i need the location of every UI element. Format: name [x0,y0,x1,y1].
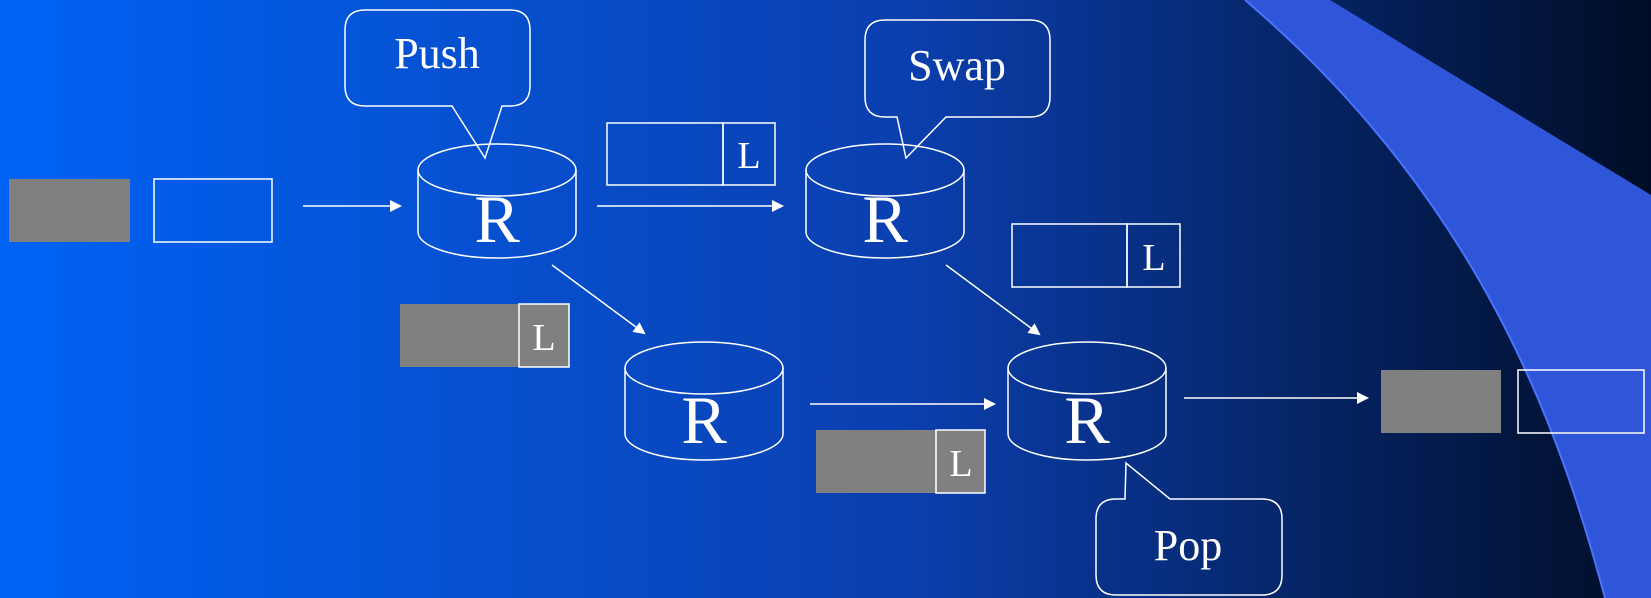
packet-label-box [722,122,776,186]
router-cylinder-icon [1007,341,1167,461]
router-r1: R [417,143,577,259]
labeled-packet-r1-r3: L [400,303,570,368]
callout-swap: Swap [864,19,1051,160]
callout-push-text: Push [394,29,480,78]
packet-payload-gray [816,430,936,493]
callout-pop: Pop [1095,461,1283,596]
router-letter: R [1064,382,1110,458]
packet-payload-gray [400,304,519,367]
outgoing-packet-header [1517,369,1645,434]
callout-push-bubble [344,9,531,160]
packet-label-text: L [949,443,972,485]
packet-label-text: L [1142,237,1165,279]
callout-pop-bubble [1095,461,1283,596]
decorative-swoosh [1245,0,1651,598]
incoming-packet-header [153,178,273,243]
callout-push: Push [344,9,531,160]
outgoing-packet-payload [1381,370,1501,433]
router-cylinder-icon [624,341,784,461]
labeled-packet-r2-r4: L [1011,223,1181,288]
packet-label-box [1126,223,1181,288]
packet-label-box [935,429,986,494]
incoming-packet-payload [9,179,130,242]
callout-swap-text: Swap [908,41,1006,90]
callout-pop-text: Pop [1154,521,1222,570]
labeled-packet-r1-r2: L [606,122,776,186]
packet-label-text: L [737,135,760,177]
arrow-r1-to-r3 [551,264,646,335]
router-letter: R [681,382,727,458]
router-cylinder-icon [417,143,577,259]
outgoing-packet [1381,369,1645,434]
router-letter: R [862,181,908,257]
incoming-packet [9,178,273,243]
packet-label-box [518,303,570,368]
router-r3: R [624,341,784,461]
router-cylinder-icon [805,143,965,259]
packet-label-text: L [532,317,555,359]
callout-swap-bubble [864,19,1051,160]
router-letter: R [474,181,520,257]
labeled-packet-r3-r4: L [816,429,986,494]
router-r2: R [805,143,965,259]
arrow-r2-to-r4 [945,264,1041,336]
router-r4: R [1007,341,1167,461]
decorative-swoosh-edge [1244,0,1606,598]
